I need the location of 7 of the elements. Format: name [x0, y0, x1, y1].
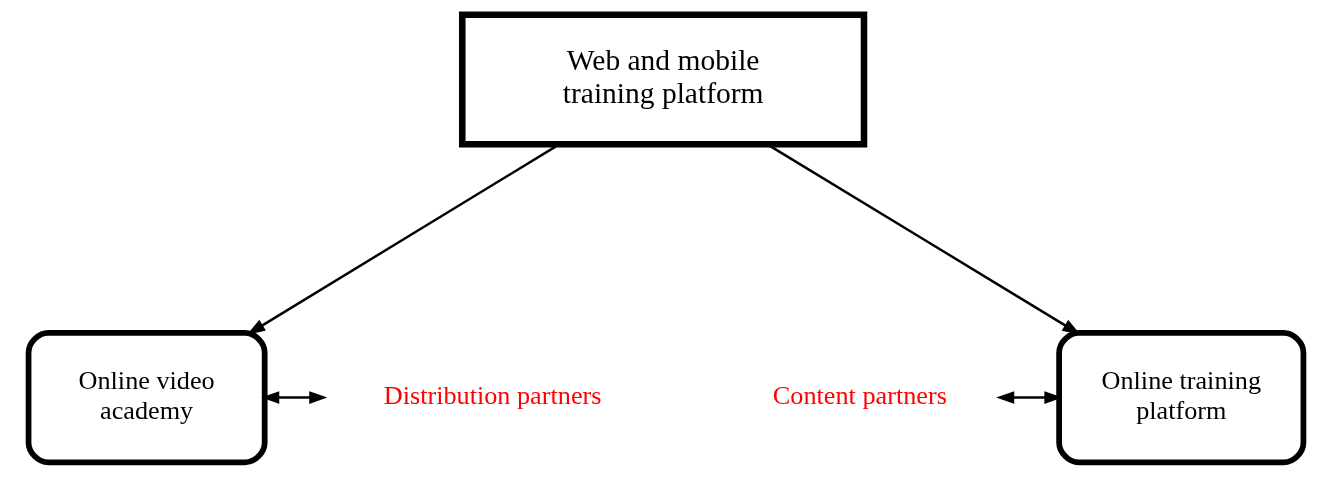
node-box: Online video academy: [25, 329, 268, 466]
node-text: Distribution partners: [383, 380, 601, 410]
node-text: Content partners: [772, 380, 947, 410]
node-box: Online training platform: [1055, 329, 1306, 466]
arrow: [995, 391, 1062, 404]
node-box: Web and mobile training platform: [458, 11, 867, 148]
arrow: [260, 391, 327, 404]
